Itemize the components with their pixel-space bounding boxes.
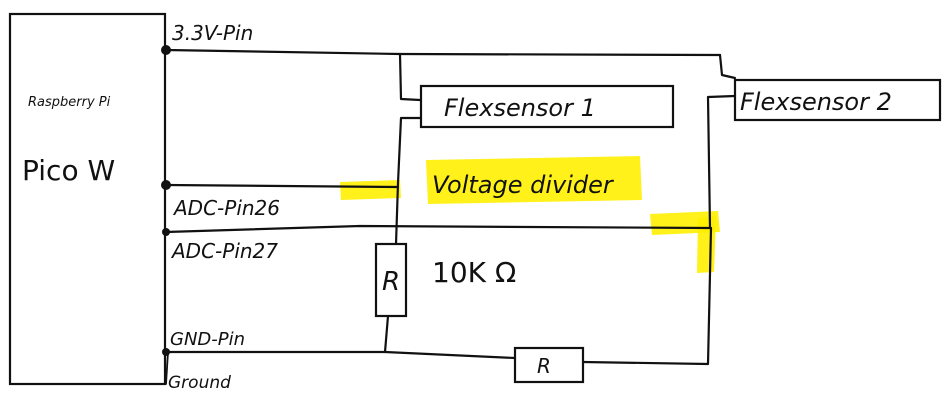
pin-dots — [161, 45, 171, 356]
wire-r1-gnd — [383, 314, 390, 354]
wire-3v3 — [164, 48, 722, 57]
wire-gnd — [164, 350, 517, 360]
pico-label-line1: Raspberry Pi — [28, 95, 111, 110]
pin-adc27-label: ADC-Pin27 — [170, 239, 278, 263]
resistor-1 — [374, 242, 408, 318]
highlights — [340, 156, 720, 273]
pico-label-line2: Pico W — [22, 154, 115, 187]
highlight-adc26-left — [340, 180, 401, 200]
resistor-2-symbol: R — [537, 354, 551, 378]
flexsensor-2-box — [733, 78, 942, 122]
pin-adc26-label: ADC-Pin26 — [172, 196, 280, 220]
wire-r2-right — [581, 226, 713, 366]
resistor-2 — [513, 346, 585, 384]
pin-3v3-label: 3.3V-Pin — [172, 21, 253, 45]
pico-board — [8, 12, 167, 386]
wire-3v3-drop-s2 — [718, 53, 737, 80]
flexsensor-1-label: Flexsensor 1 — [444, 94, 596, 122]
flexsensor-2-label: Flexsensor 2 — [740, 88, 892, 116]
wires — [164, 48, 737, 385]
pin-dot-adc26 — [161, 180, 171, 190]
wire-s2-out — [706, 94, 737, 230]
resistor-1-symbol: R — [382, 267, 400, 297]
wire-3v3-drop-s1 — [398, 52, 422, 102]
ground-label: Ground — [168, 373, 231, 393]
highlight-title — [426, 156, 642, 204]
wire-ground-rail — [165, 351, 169, 385]
flexsensor-1-box — [419, 84, 675, 129]
pin-dot-gnd — [162, 348, 170, 356]
pin-gnd-label: GND-Pin — [170, 329, 245, 350]
wire-adc27 — [164, 224, 712, 234]
highlight-sensor2-riser — [697, 216, 716, 273]
wire-adc26 — [164, 183, 400, 189]
pin-dot-adc27 — [162, 228, 170, 236]
voltage-divider-title: Voltage divider — [432, 171, 615, 199]
wire-s1-out — [394, 116, 422, 246]
resistor-value-label: 10K Ω — [432, 256, 516, 289]
pin-dot-3v3 — [161, 45, 171, 55]
